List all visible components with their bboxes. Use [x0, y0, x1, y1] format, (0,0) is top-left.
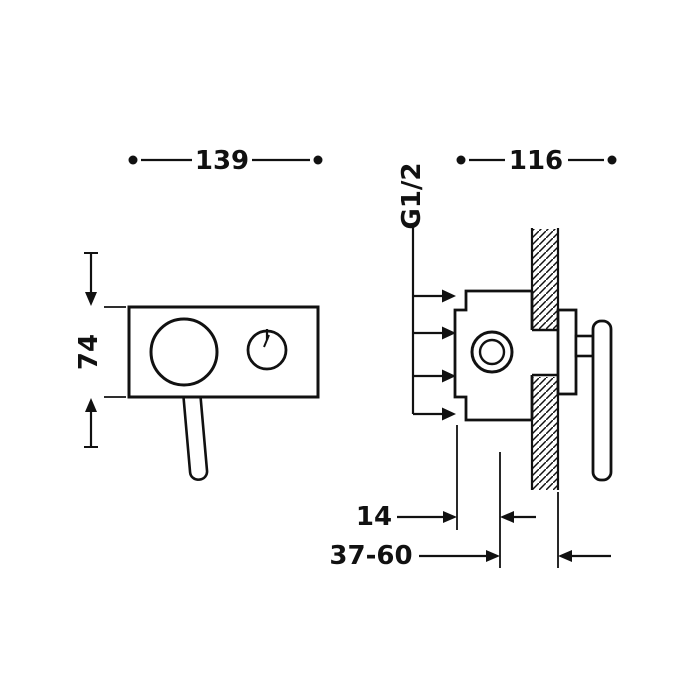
mixer-knob-large [149, 317, 219, 387]
arrowhead-up [85, 398, 97, 412]
wall-section [530, 228, 560, 490]
arrowhead-right [443, 511, 457, 523]
arrowhead-left [500, 511, 514, 523]
dim-endpoint-dot [607, 155, 617, 165]
dim-endpoint-dot [313, 155, 323, 165]
wall-hatch-lower [533, 377, 557, 490]
dim-embed-depth-label: 37-60 [329, 541, 412, 571]
side-view: G1/2 [397, 162, 613, 490]
trim-flange [556, 308, 578, 396]
cartridge-circle-inner [478, 338, 506, 366]
flow-arrowhead [442, 289, 456, 303]
dim-endpoint-dot [128, 155, 138, 165]
arrowhead-left [558, 550, 572, 562]
dimension-front-height: 74 [74, 252, 126, 448]
flow-arrowhead [442, 407, 456, 421]
dimension-front-width: 139 [128, 146, 323, 176]
dimension-embed-depth: 37-60 [329, 541, 611, 571]
dimension-side-width: 116 [456, 146, 617, 176]
valve-neck [532, 328, 558, 377]
dim-side-width-label: 116 [509, 146, 563, 176]
valve-body-outline [453, 289, 534, 422]
valve-body [453, 289, 558, 422]
dim-front-height-label: 74 [74, 334, 104, 370]
dim-endpoint-dot [456, 155, 466, 165]
flow-arrowhead [442, 369, 456, 383]
side-trim [556, 308, 613, 482]
bottom-dimensions: 14 37-60 [329, 425, 611, 571]
knob-pointer-mark [263, 334, 270, 348]
arrowhead-right [486, 550, 500, 562]
dim-front-width-label: 139 [195, 146, 249, 176]
handle-stem [574, 334, 595, 358]
mixer-lever-side [591, 319, 613, 482]
wall-hatch-upper [533, 229, 557, 329]
flow-arrows [411, 226, 456, 421]
front-view [127, 305, 320, 481]
dim-trim-distance-label: 14 [356, 502, 392, 532]
arrowhead-down [85, 292, 97, 306]
dimension-trim-distance: 14 [356, 502, 536, 532]
flow-arrowhead [442, 326, 456, 340]
thread-size-label: G1/2 [397, 162, 427, 229]
